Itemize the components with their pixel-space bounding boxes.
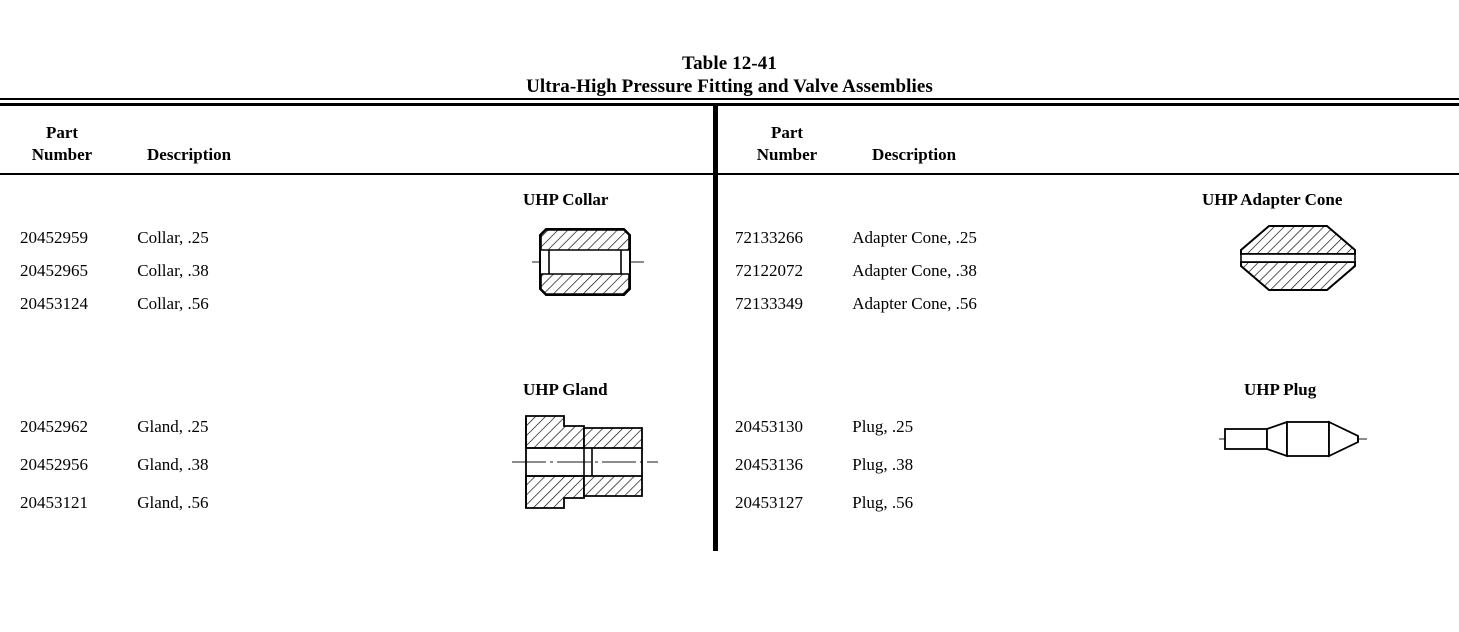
header-part: Part <box>770 123 804 142</box>
header-part: Part <box>45 123 79 142</box>
part-number-cell: 20452956 <box>20 455 88 474</box>
section-caption-uhp-plug: UHP Plug <box>1244 380 1317 399</box>
part-number-cell: 20453121 <box>20 493 88 512</box>
table-row: 20453130 Plug, .25 <box>735 417 913 437</box>
part-number-cell: 72122072 <box>735 261 803 280</box>
part-number-cell: 72133266 <box>735 228 803 247</box>
table-number-label: Table 12-41 <box>682 53 777 74</box>
description-cell: Plug, .38 <box>852 455 914 474</box>
left-column-headers: Part Number Description <box>10 122 231 166</box>
column-divider <box>713 106 718 551</box>
part-number-cell: 20453130 <box>735 417 803 436</box>
part-number-cell: 20452965 <box>20 261 88 280</box>
plug-outline-drawing <box>1215 410 1373 468</box>
header-description: Description <box>147 145 232 164</box>
table-row: 20452959 Collar, .25 <box>20 228 209 248</box>
collar-cross-section-drawing <box>524 214 652 306</box>
part-number-cell: 20453136 <box>735 455 803 474</box>
section-caption-uhp-collar: UHP Collar <box>523 190 609 209</box>
table-header-rule <box>0 173 1459 175</box>
table-row: 72133266 Adapter Cone, .25 <box>735 228 977 248</box>
description-cell: Gland, .38 <box>137 455 209 474</box>
table-row: 20453127 Plug, .56 <box>735 493 913 513</box>
description-cell: Collar, .56 <box>137 294 209 313</box>
description-cell: Plug, .56 <box>852 493 914 512</box>
table-row: 72133349 Adapter Cone, .56 <box>735 294 977 314</box>
header-number: Number <box>31 145 93 164</box>
table-row: 20453124 Collar, .56 <box>20 294 209 314</box>
adapter-cone-cross-section-drawing <box>1231 220 1367 296</box>
description-cell: Adapter Cone, .56 <box>852 294 977 313</box>
right-column-headers: Part Number Description <box>735 122 956 166</box>
description-cell: Adapter Cone, .25 <box>852 228 977 247</box>
description-cell: Gland, .25 <box>137 417 209 436</box>
section-caption-uhp-adapter-cone: UHP Adapter Cone <box>1202 190 1343 209</box>
table-title-label: Ultra-High Pressure Fitting and Valve As… <box>526 76 933 97</box>
part-number-cell: 20453124 <box>20 294 88 313</box>
table-row: 72122072 Adapter Cone, .38 <box>735 261 977 281</box>
header-number: Number <box>756 145 818 164</box>
description-cell: Collar, .25 <box>137 228 209 247</box>
right-column: Part Number Description UHP Adapter Cone… <box>730 0 1459 632</box>
part-number-cell: 20453127 <box>735 493 803 512</box>
part-number-cell: 20452962 <box>20 417 88 436</box>
gland-cross-section-drawing <box>506 406 666 518</box>
table-row: 20452962 Gland, .25 <box>20 417 209 437</box>
table-row: 20452965 Collar, .38 <box>20 261 209 281</box>
description-cell: Adapter Cone, .38 <box>852 261 977 280</box>
table-row: 20453136 Plug, .38 <box>735 455 913 475</box>
description-cell: Collar, .38 <box>137 261 209 280</box>
left-column: Part Number Description UHP Collar <box>0 0 729 632</box>
table-row: 20453121 Gland, .56 <box>20 493 209 513</box>
description-cell: Plug, .25 <box>852 417 914 436</box>
section-caption-uhp-gland: UHP Gland <box>523 380 608 399</box>
header-description: Description <box>872 145 957 164</box>
table-row: 20452956 Gland, .38 <box>20 455 209 475</box>
table-top-double-rule <box>0 98 1459 106</box>
table-title-block: Table 12-41 Ultra-High Pressure Fitting … <box>0 52 1459 98</box>
description-cell: Gland, .56 <box>137 493 209 512</box>
part-number-cell: 72133349 <box>735 294 803 313</box>
part-number-cell: 20452959 <box>20 228 88 247</box>
